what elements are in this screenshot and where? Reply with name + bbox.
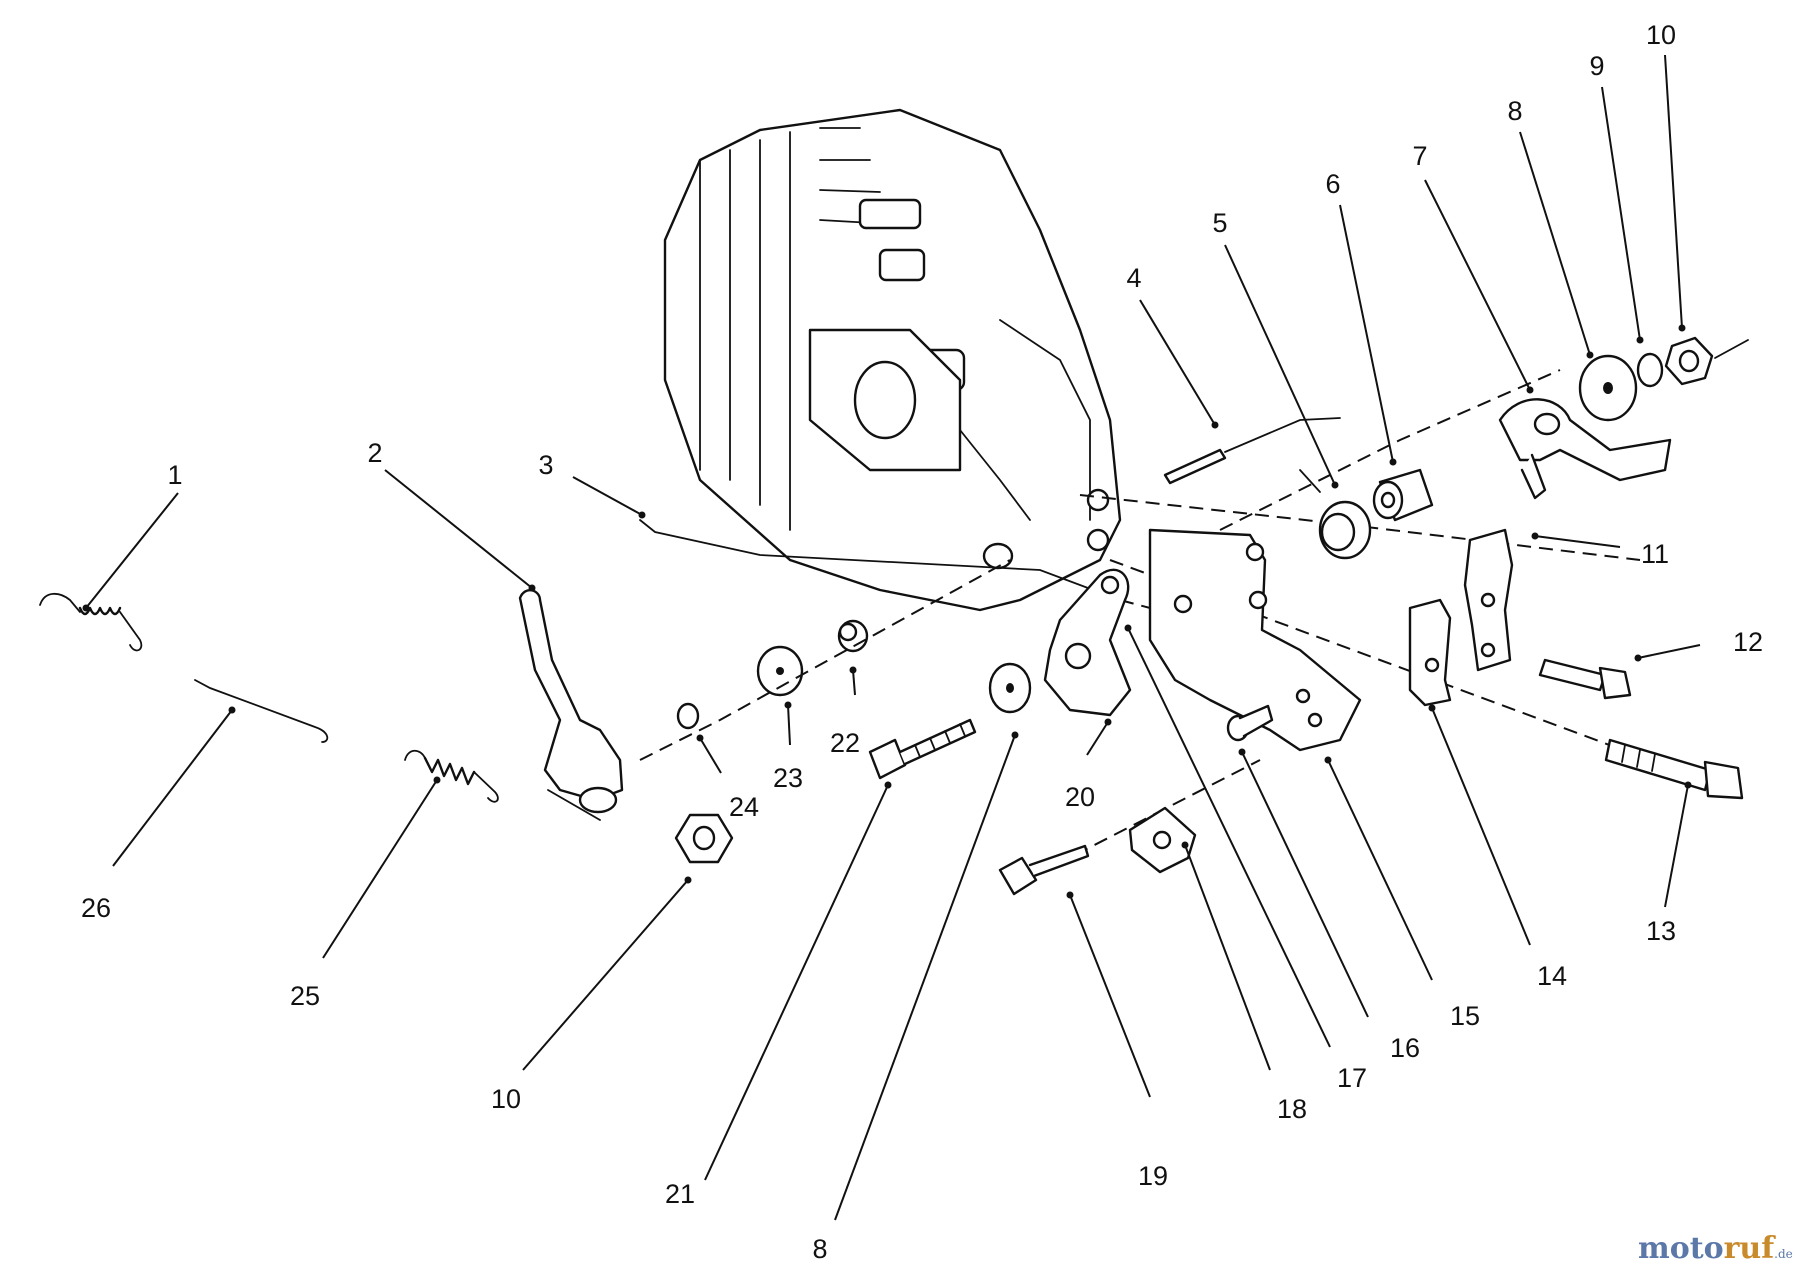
callout-10-lower: 10 (491, 1084, 521, 1114)
part-6-bushing (1372, 468, 1434, 522)
callout-20: 20 (1065, 782, 1095, 812)
callout-13: 13 (1646, 916, 1676, 946)
part-3-rod (639, 519, 1121, 601)
part-11-plate (1463, 528, 1514, 672)
callout-17: 17 (1337, 1063, 1367, 1093)
part-25-spring (404, 749, 499, 803)
part-4-link (1163, 417, 1341, 485)
callout-labels: 1 2 3 4 5 6 7 8 9 10 11 12 13 14 15 16 1… (81, 20, 1763, 1264)
part-26-rod (194, 679, 329, 743)
callout-19: 19 (1138, 1161, 1168, 1191)
callout-1: 1 (167, 460, 182, 490)
callout-8-lower: 8 (812, 1234, 827, 1264)
callout-12: 12 (1733, 627, 1763, 657)
callout-4: 4 (1126, 263, 1141, 293)
part-21-bolt (868, 718, 977, 780)
callout-5: 5 (1212, 208, 1227, 238)
part-24-washer (676, 702, 700, 730)
callout-24: 24 (729, 792, 759, 822)
callout-11: 11 (1641, 539, 1669, 569)
part-10-nut-right (1664, 336, 1749, 386)
callout-16: 16 (1390, 1033, 1420, 1063)
callout-10: 10 (1646, 20, 1676, 50)
callout-15: 15 (1450, 1001, 1480, 1031)
part-15-bracket (1148, 528, 1362, 752)
svg-text:motoruf.de: motoruf.de (1638, 1231, 1793, 1266)
part-9-lockwasher (1636, 352, 1664, 388)
part-16-pin (1226, 704, 1274, 742)
part-2-governor-lever (518, 589, 624, 821)
callout-14: 14 (1537, 961, 1567, 991)
callout-9: 9 (1589, 51, 1604, 81)
callout-22: 22 (830, 728, 860, 758)
engine-block (663, 108, 1122, 612)
part-23-washer (756, 645, 804, 697)
callout-7: 7 (1412, 141, 1427, 171)
callout-6: 6 (1325, 169, 1340, 199)
part-5-spring (1299, 469, 1372, 560)
part-14-bracket (1408, 598, 1452, 707)
callout-26: 26 (81, 893, 111, 923)
part-10-nut (674, 813, 734, 864)
callout-3: 3 (538, 450, 553, 480)
callout-23: 23 (773, 763, 803, 793)
part-18-clip (1128, 806, 1197, 874)
part-22-bushing (837, 619, 869, 653)
part-12-bolt (1538, 658, 1632, 700)
part-1-spring (39, 592, 143, 652)
callout-25: 25 (290, 981, 320, 1011)
watermark-logo: motoruf.de (1638, 1231, 1793, 1266)
part-19-screw (998, 844, 1090, 896)
part-13-bolt (1604, 738, 1744, 800)
part-7-lever (1498, 398, 1672, 500)
callout-8: 8 (1507, 96, 1522, 126)
part-8-washer-right (1578, 354, 1638, 422)
callout-18: 18 (1277, 1094, 1307, 1124)
callout-2: 2 (367, 438, 382, 468)
callout-21: 21 (665, 1179, 695, 1209)
leader-lines (82, 54, 1701, 1221)
part-20-lever-plate (1043, 568, 1132, 717)
part-8-washer (988, 662, 1032, 714)
